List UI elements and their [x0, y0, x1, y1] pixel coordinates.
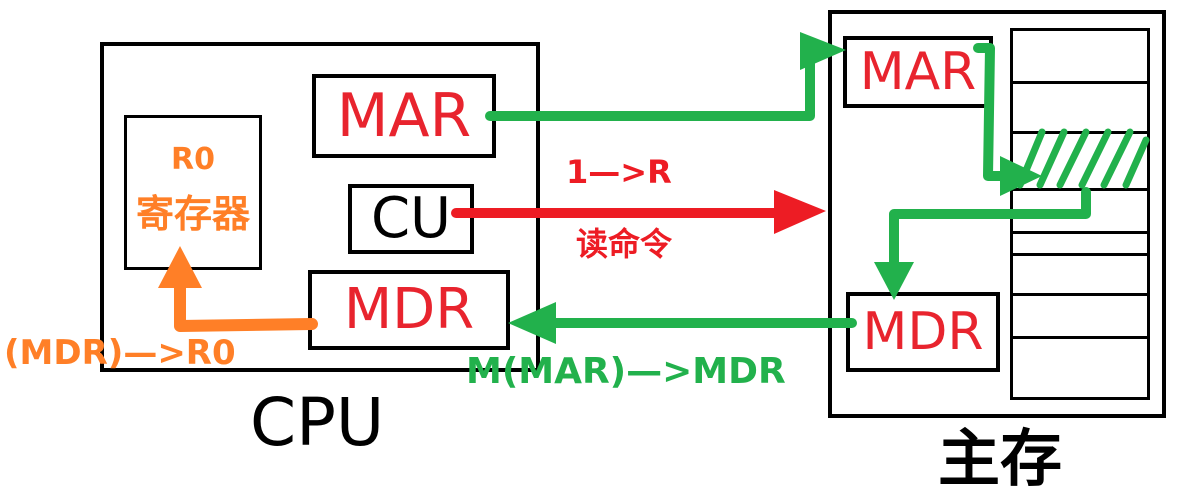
read-command-annotation: 读命令 [576, 225, 673, 263]
cpu-label: CPU [250, 384, 385, 461]
memory-cell [1013, 336, 1147, 339]
mar-to-memory-arrow [485, 32, 846, 121]
cell-to-mdr-arrow [874, 187, 1091, 300]
r0-register-box [124, 115, 262, 270]
memory-mdr-box [846, 292, 1000, 372]
memory-cell [1013, 293, 1147, 296]
cu-box [348, 184, 474, 254]
memory-cell [1013, 81, 1147, 84]
r0-desc: 寄存器 [135, 192, 250, 236]
memory-label: 主存 [938, 422, 1063, 495]
memory-cell [1013, 231, 1147, 234]
memory-cell [1013, 188, 1147, 191]
mar-to-cell-arrow [973, 43, 1042, 196]
cpu-mdr-box [308, 270, 510, 350]
memory-cell [1013, 131, 1147, 134]
memory-mdr-to-cpu-mdr-arrow [508, 302, 857, 344]
cpu-mar-label: MAR [336, 81, 472, 151]
r0-name: R0 [171, 142, 215, 177]
mdr-to-r0-annotation: (MDR)—>R0 [4, 333, 236, 373]
memory-mar-label: MAR [859, 42, 977, 102]
cpu-mdr-label: MDR [343, 277, 475, 342]
hatched-memory-cell [1016, 128, 1150, 189]
mdr-to-r0-arrow [158, 246, 318, 332]
read-command-arrow [451, 190, 826, 234]
cu-label: CU [370, 186, 452, 251]
memory-to-mdr-annotation: M(MAR)—>MDR [466, 351, 786, 392]
memory-cell [1013, 253, 1147, 256]
address-annotation: 1—>R [566, 153, 672, 191]
memory-mdr-label: MDR [862, 302, 984, 362]
